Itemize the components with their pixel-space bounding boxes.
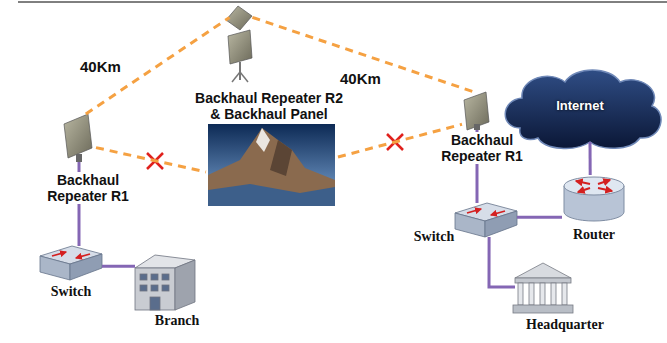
label-box: Switch [46, 284, 96, 300]
headquarter: Headquarter [515, 263, 571, 313]
node-label: Backhaul Repeater R1 [441, 132, 523, 164]
label-box: Backhaul Repeater R1 [38, 172, 138, 204]
node-label: Branch [155, 313, 199, 328]
node-label: Internet [556, 98, 604, 113]
wireless-link [252, 17, 474, 92]
top-rule [18, 2, 667, 3]
repeater-r1: Backhaul Repeater R1 [462, 92, 492, 130]
router-icon [564, 177, 624, 221]
wired-link [589, 142, 592, 175]
repeater-r2-antenna [226, 6, 252, 82]
distance-label: 40Km [338, 70, 383, 88]
node-label: Backhaul Repeater R1 [47, 172, 129, 204]
switch: Switch [40, 246, 102, 282]
label-box: Switch [409, 229, 459, 245]
wired-link [489, 237, 515, 287]
node-label: Backhaul Repeater R2 & Backhaul Panel [195, 90, 343, 122]
wireless-link [96, 124, 462, 172]
label-box: Backhaul Repeater R1 [432, 132, 532, 164]
internet-cloud: Internet [500, 68, 660, 142]
node-label: Switch [51, 284, 91, 299]
wired-link [517, 216, 562, 219]
switch-icon [455, 203, 517, 237]
label-box: Branch [149, 313, 205, 329]
label-box: Headquarter [515, 317, 615, 333]
label-box: Backhaul Repeater R2 & Backhaul Panel [192, 90, 346, 122]
headquarter-building [513, 263, 573, 313]
label-box: Router [556, 227, 632, 243]
distance-label: 40Km [78, 58, 123, 76]
wired-link [102, 265, 135, 268]
repeater-r1-antenna [464, 92, 489, 130]
label-box: Internet [500, 68, 660, 142]
node-label: Switch [414, 229, 454, 244]
router: Router [562, 175, 626, 225]
switch: Switch [455, 203, 517, 237]
mountain-picture [208, 124, 335, 206]
node-label: Router [573, 227, 615, 242]
branch: Branch [135, 255, 195, 311]
repeater-r1: Backhaul Repeater R1 [62, 114, 96, 162]
switch-icon [40, 246, 102, 280]
repeater-r2: Backhaul Repeater R2 & Backhaul Panel [222, 6, 260, 82]
repeater-r1-antenna [64, 114, 92, 162]
branch-building [135, 255, 195, 310]
node-label: Headquarter [526, 317, 604, 332]
internet-cloud [505, 70, 661, 148]
